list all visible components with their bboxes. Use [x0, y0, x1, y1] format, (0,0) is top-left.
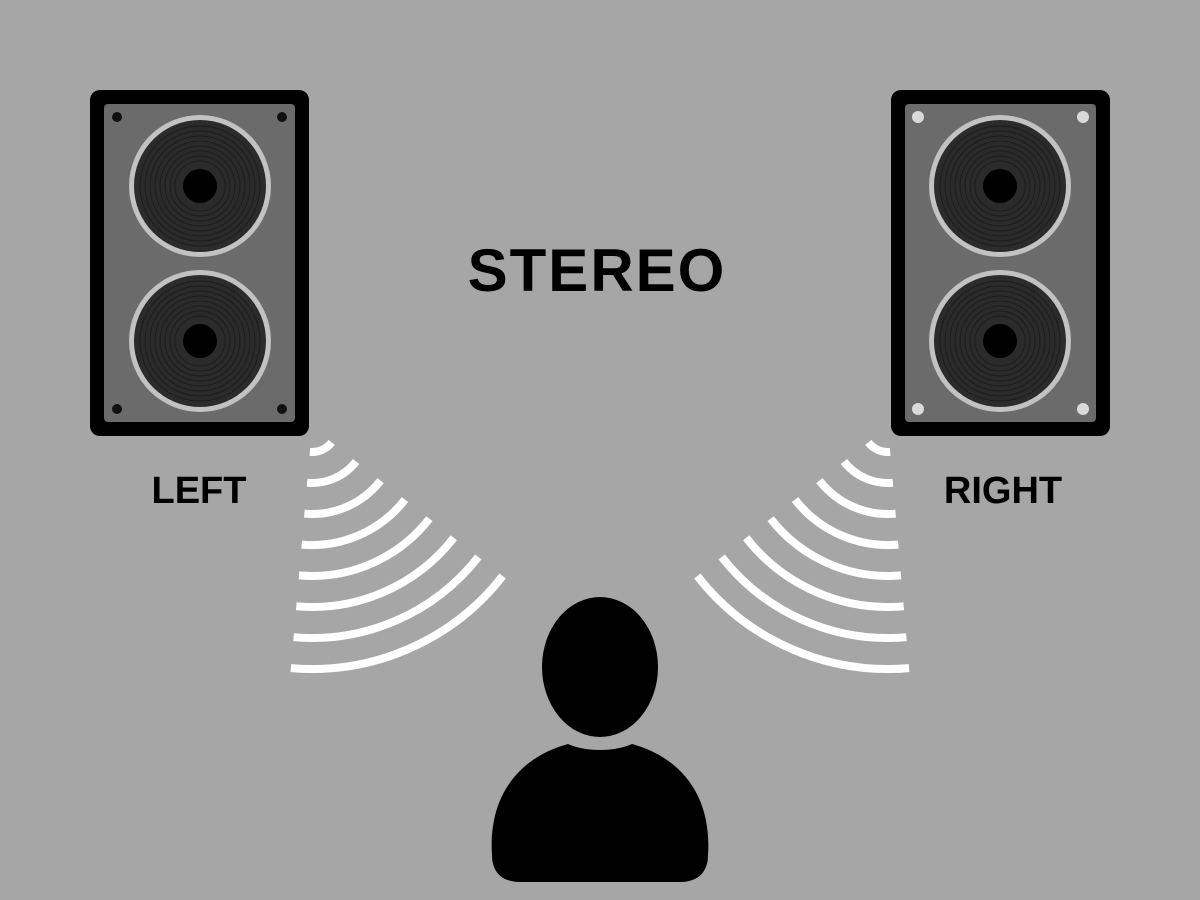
- right-speaker-label: RIGHT: [944, 470, 1062, 512]
- cone-groove: [164, 150, 236, 222]
- cone-groove: [944, 285, 1056, 397]
- cone-groove: [939, 125, 1061, 247]
- right-speaker-screw: [912, 111, 924, 123]
- right-speaker-upper-cone: [929, 115, 1071, 257]
- cone-groove: [144, 130, 256, 242]
- cone-groove: [949, 290, 1051, 392]
- cone-groove: [959, 145, 1041, 227]
- left-speaker-lower-cone: [129, 270, 271, 412]
- right-speaker-screw: [1077, 111, 1089, 123]
- sound-wave-arc: [298, 516, 433, 580]
- sound-wave-arc: [816, 478, 896, 519]
- sound-wave-arc: [304, 478, 384, 519]
- cone-groove: [139, 280, 261, 402]
- sound-wave-arc: [718, 554, 907, 642]
- cone-groove: [174, 315, 226, 367]
- cone-groove: [174, 160, 226, 212]
- cone-groove: [159, 145, 241, 227]
- cone-groove: [974, 160, 1026, 212]
- person-shoulders: [491, 744, 709, 882]
- sound-wave-arc: [791, 497, 899, 550]
- sound-wave-arc: [293, 554, 482, 642]
- sound-wave-arc: [840, 458, 894, 487]
- cone-groove: [954, 295, 1046, 387]
- sound-wave-arc: [295, 535, 457, 611]
- cone-groove: [974, 315, 1026, 367]
- sound-wave-arc: [865, 439, 891, 456]
- person-icon: [491, 597, 709, 882]
- left-speaker-screw: [112, 112, 122, 122]
- left-speaker-label: LEFT: [152, 470, 247, 512]
- right-sound-wave-icon: [694, 439, 910, 673]
- cone-groove: [169, 310, 231, 372]
- sound-wave-arc: [306, 458, 360, 487]
- sound-wave-arc: [743, 535, 905, 611]
- cone-groove: [944, 130, 1056, 242]
- cone-groove: [964, 150, 1036, 222]
- cone-groove: [139, 125, 261, 247]
- sound-wave-arc: [309, 439, 335, 456]
- cone-groove: [954, 140, 1046, 232]
- cone-groove: [969, 155, 1031, 217]
- left-speaker-screw: [112, 404, 122, 414]
- sound-wave-arc: [290, 573, 506, 673]
- cone-groove: [164, 305, 236, 377]
- cone-groove: [949, 135, 1051, 237]
- sound-wave-arc: [694, 573, 910, 673]
- left-speaker-upper-cone: [129, 115, 271, 257]
- cone-groove: [144, 285, 256, 397]
- left-speaker-icon: [90, 90, 309, 436]
- cone-groove: [154, 295, 246, 387]
- right-speaker-screw: [1077, 403, 1089, 415]
- right-speaker-lower-cone: [929, 270, 1071, 412]
- cone-groove: [169, 155, 231, 217]
- sound-wave-arc: [767, 516, 902, 580]
- left-sound-wave-icon: [290, 439, 506, 673]
- left-speaker-screw: [277, 112, 287, 122]
- left-speaker-screw: [277, 404, 287, 414]
- diagram-title: STEREO: [468, 237, 727, 304]
- cone-groove: [149, 290, 251, 392]
- cone-dust-cap: [183, 169, 217, 203]
- cone-groove: [939, 280, 1061, 402]
- cone-dust-cap: [983, 324, 1017, 358]
- cone-groove: [159, 300, 241, 382]
- cone-groove: [969, 310, 1031, 372]
- cone-groove: [964, 305, 1036, 377]
- cone-dust-cap: [183, 324, 217, 358]
- cone-groove: [959, 300, 1041, 382]
- cone-dust-cap: [983, 169, 1017, 203]
- right-speaker-screw: [912, 403, 924, 415]
- cone-groove: [154, 140, 246, 232]
- person-head: [542, 597, 658, 737]
- sound-wave-arc: [301, 497, 409, 550]
- cone-groove: [149, 135, 251, 237]
- right-speaker-icon: [891, 90, 1110, 436]
